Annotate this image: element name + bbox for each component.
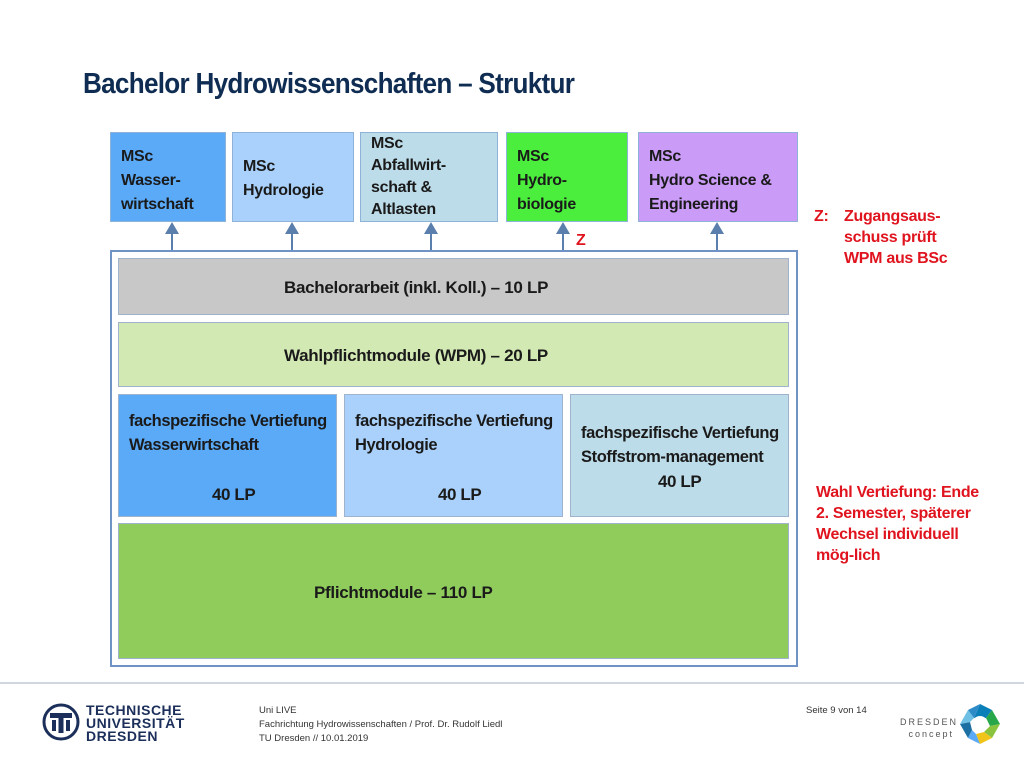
vertiefung-lp: 40 LP bbox=[438, 485, 482, 504]
tud-line-3: DRESDEN bbox=[86, 728, 158, 744]
wpm-label: Wahlpflichtmodule (WPM) – 20 LP bbox=[284, 346, 548, 365]
wpm-bar: Wahlpflichtmodule (WPM) – 20 LP bbox=[118, 322, 789, 387]
bachelorarbeit-bar: Bachelorarbeit (inkl. Koll.) – 10 LP bbox=[118, 258, 789, 315]
tud-emblem-icon bbox=[42, 703, 80, 741]
z-note: Z: Zugangsaus- schuss prüft WPM aus BSc bbox=[814, 206, 948, 269]
tud-line-2: UNIVERSITÄT bbox=[86, 715, 185, 731]
msc-box-wasserwirtschaft: MSc Wasser- wirtschaft bbox=[110, 132, 226, 222]
wahl-vertiefung-note: Wahl Vertiefung: Ende 2. Semester, späte… bbox=[816, 484, 979, 564]
vertiefung-wasserwirtschaft: fachspezifische Vertiefung Wasserwirtsch… bbox=[118, 394, 337, 517]
z-note-text-3: WPM aus BSc bbox=[844, 250, 948, 267]
vertiefung-stoffstrom: fachspezifische Vertiefung Stoffstrom-ma… bbox=[570, 394, 789, 517]
dresden-concept-line-2: concept bbox=[908, 729, 954, 739]
z-note-text-1: Zugangsaus- bbox=[844, 208, 941, 225]
msc-box-hydrobiologie: MSc Hydro- biologie bbox=[506, 132, 628, 222]
z-note-text-2: schuss prüft bbox=[844, 229, 937, 246]
vertiefung-hydrologie: fachspezifische Vertiefung Hydrologie 40… bbox=[344, 394, 563, 517]
footer-divider bbox=[0, 682, 1024, 684]
bachelorarbeit-label: Bachelorarbeit (inkl. Koll.) – 10 LP bbox=[284, 278, 549, 297]
bachelor-frame bbox=[110, 250, 798, 667]
footer-subject: Fachrichtung Hydrowissenschaften / Prof.… bbox=[259, 719, 503, 730]
dresden-concept-logo: DRESDEN concept bbox=[900, 700, 1010, 750]
tud-logo: TECHNISCHE UNIVERSITÄT DRESDEN bbox=[42, 702, 185, 744]
vertiefung-lp: 40 LP bbox=[212, 485, 256, 504]
msc-box-hydro-science: MSc Hydro Science & Engineering bbox=[638, 132, 798, 222]
page-title: Bachelor Hydrowissenschaften – Struktur bbox=[83, 68, 575, 100]
footer-info: Uni LIVE Fachrichtung Hydrowissenschafte… bbox=[259, 704, 502, 746]
footer-event: Uni LIVE bbox=[259, 705, 297, 716]
pflichtmodule-bar: Pflichtmodule – 110 LP bbox=[118, 523, 789, 659]
dresden-concept-line-1: DRESDEN bbox=[900, 717, 959, 727]
z-marker: Z bbox=[576, 232, 586, 249]
pflichtmodule-label: Pflichtmodule – 110 LP bbox=[314, 583, 493, 602]
footer-page-number: Seite 9 von 14 bbox=[806, 705, 867, 716]
footer-date: TU Dresden // 10.01.2019 bbox=[259, 733, 369, 744]
dresden-concept-emblem-icon bbox=[960, 704, 1000, 744]
msc-box-abfallwirtschaft: MSc Abfallwirt- schaft & Altlasten bbox=[360, 132, 498, 222]
msc-box-hydrologie: MSc Hydrologie bbox=[232, 132, 354, 222]
z-note-label: Z: bbox=[814, 208, 829, 225]
vertiefung-lp: 40 LP bbox=[658, 472, 702, 491]
tud-line-1: TECHNISCHE bbox=[86, 702, 183, 718]
